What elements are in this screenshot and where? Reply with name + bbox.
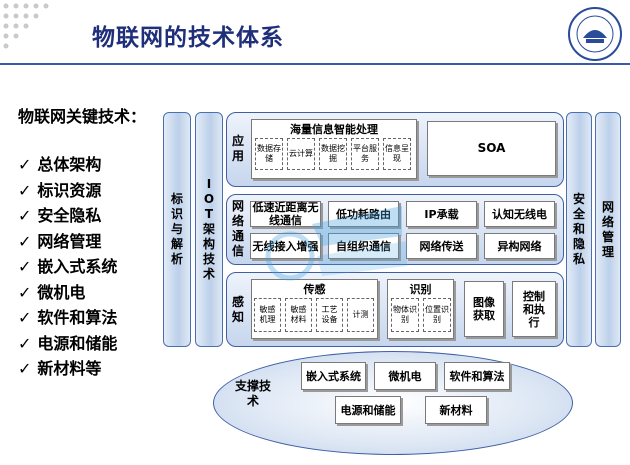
keyword-item: 总体架构 xyxy=(18,152,188,178)
support-item-box: 软件和算法 xyxy=(444,362,510,390)
application-layer-label: 应用 xyxy=(231,134,244,163)
keyword-item: 标识资源 xyxy=(18,178,188,204)
network-item-box: 低功耗路由 xyxy=(328,201,399,227)
keyword-item: 微机电 xyxy=(18,280,188,306)
network-item-box: 低速近距离无线通信 xyxy=(250,201,321,227)
network-item-box: 异构网络 xyxy=(484,233,555,259)
info-processing-title: 海量信息智能处理 xyxy=(290,123,378,136)
app-item-box: 数据存储 xyxy=(255,138,283,170)
network-item-box: 无线接入增强 xyxy=(250,233,321,259)
keyword-item: 安全隐私 xyxy=(18,203,188,229)
support-item-box: 嵌入式系统 xyxy=(301,362,366,390)
keywords-heading: 物联网关键技术： xyxy=(18,107,147,126)
support-item-box: 新材料 xyxy=(425,396,487,424)
support-item-box: 电源和储能 xyxy=(335,396,401,424)
sensor-item-box: 工艺设备 xyxy=(316,298,343,332)
network-item-box: IP承载 xyxy=(406,201,477,227)
soa-box: SOA xyxy=(427,121,556,176)
keyword-item: 网络管理 xyxy=(18,229,188,255)
security-privacy-panel: 安全和隐私 xyxy=(566,112,592,347)
network-item-box: 自组织通信 xyxy=(328,233,399,259)
network-management-label: 网络管理 xyxy=(601,199,614,259)
network-layer-label: 网络通信 xyxy=(231,199,244,258)
page-title: 物联网的技术体系 xyxy=(92,25,284,51)
sensor-title: 传感 xyxy=(303,283,326,296)
sensor-item-box: 敏感材料 xyxy=(285,298,312,332)
network-management-panel: 网络管理 xyxy=(595,112,621,347)
keyword-item: 软件和算法 xyxy=(18,305,188,331)
iot-architecture-label: IOT架构技术 xyxy=(202,177,215,281)
app-item-box: 平台服务 xyxy=(351,138,379,170)
identify-resolve-label: 标识与解析 xyxy=(170,192,183,266)
app-item-box: 信息呈现 xyxy=(383,138,411,170)
support-item-box: 微机电 xyxy=(374,362,436,390)
app-item-box: 数据挖掘 xyxy=(319,138,347,170)
keywords-list: 总体架构 标识资源 安全隐私 网络管理 嵌入式系统 微机电 软件和算法 电源和储… xyxy=(18,152,188,382)
title-divider xyxy=(0,63,630,65)
identify-title: 识别 xyxy=(409,283,432,296)
identify-item-box: 物体识别 xyxy=(391,298,419,332)
keyword-item: 电源和储能 xyxy=(18,331,188,357)
security-privacy-label: 安全和隐私 xyxy=(572,192,585,266)
network-item-box: 认知无线电 xyxy=(484,201,555,227)
support-technology-label: 支撑技术 xyxy=(234,379,271,408)
watermark-logo xyxy=(265,206,407,281)
keyword-item: 嵌入式系统 xyxy=(18,254,188,280)
corner-dots-decoration xyxy=(3,3,49,49)
image-capture-box: 图像获取 xyxy=(464,281,504,337)
identify-resolve-panel: 标识与解析 xyxy=(163,112,191,347)
iot-architecture-panel: IOT架构技术 xyxy=(195,112,223,347)
control-execute-box: 控制和执行 xyxy=(512,281,556,337)
sensor-item-box: 敏感机理 xyxy=(254,298,281,332)
sensor-item-box: 计测 xyxy=(347,298,374,332)
keyword-item: 新材料等 xyxy=(18,356,188,382)
app-item-box: 云计算 xyxy=(287,138,315,170)
network-item-box: 网络传送 xyxy=(406,233,477,259)
identify-item-box: 位置识别 xyxy=(423,298,451,332)
university-seal-logo xyxy=(568,7,622,61)
sensing-layer-label: 感知 xyxy=(231,295,244,324)
